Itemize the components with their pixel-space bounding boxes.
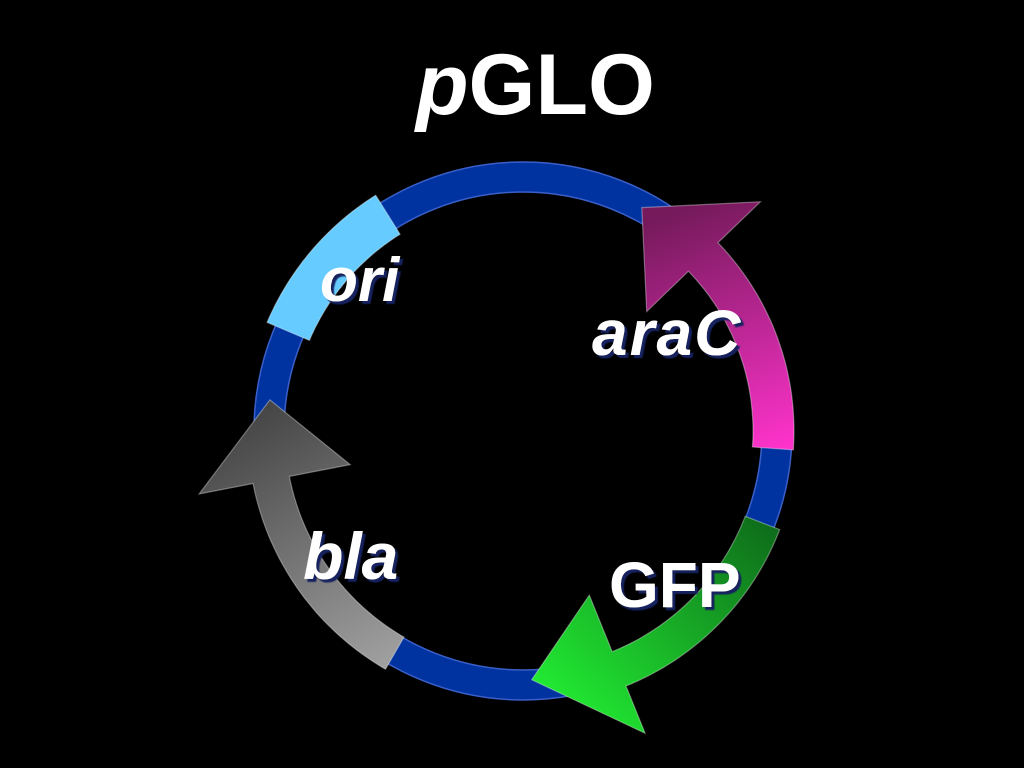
arac-label: araC [592,297,742,369]
bla-label: bla [303,519,398,593]
arac-gene-arrow [641,201,795,451]
title-main: GLO [469,37,655,133]
gfp-gene-arrow [530,515,781,735]
ori-label: ori [320,246,401,315]
gfp-label: GFP [609,549,741,621]
bla-gene-arrow [197,399,405,671]
ori-segment [266,194,401,342]
diagram-title: pGLO [414,37,655,133]
title-prefix: p [414,37,469,133]
